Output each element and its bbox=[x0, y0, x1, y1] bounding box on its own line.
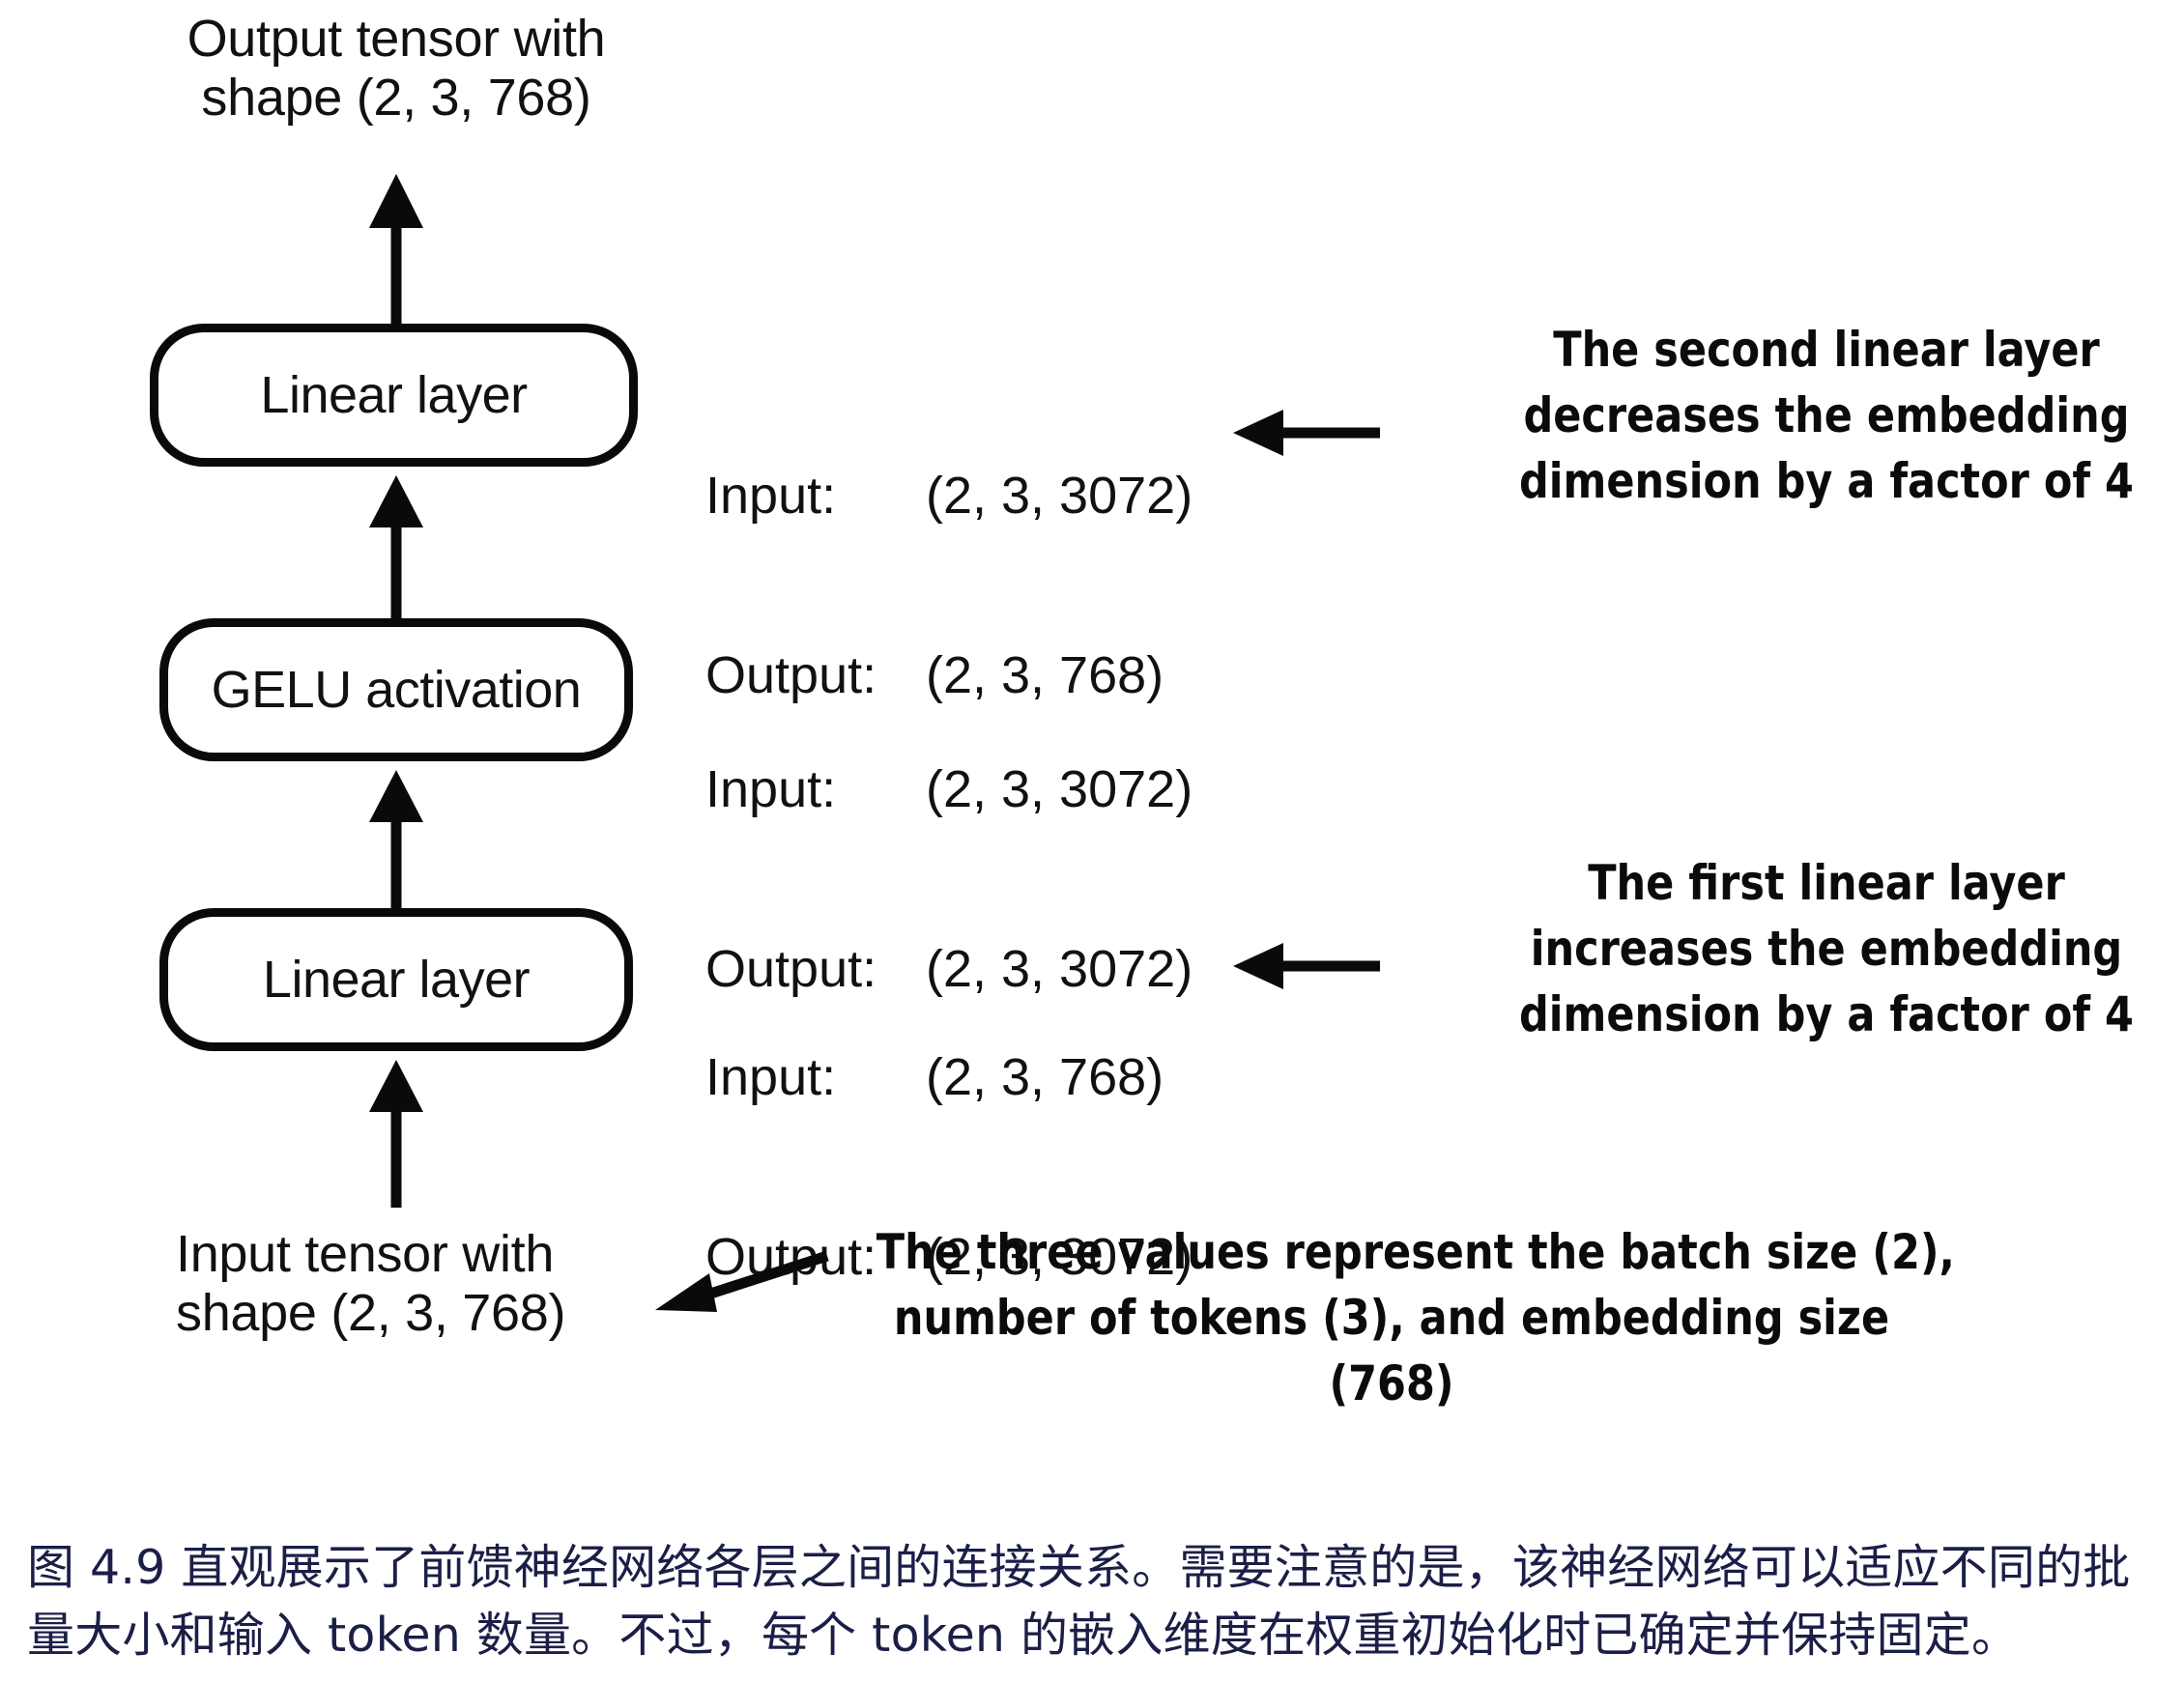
io-input-key: Input: bbox=[705, 760, 837, 819]
block-linear-layer-2-label: Linear layer bbox=[260, 366, 528, 424]
io-output-key: Output: bbox=[705, 940, 877, 999]
io-input-value: (2, 3, 3072) bbox=[926, 760, 1193, 819]
io-input-key: Input: bbox=[705, 1048, 837, 1107]
io-spec-linear-layer-1: Input: (2, 3, 768) Output: (2, 3, 3072) bbox=[705, 927, 1193, 1408]
io-input-row: Input: (2, 3, 3072) bbox=[705, 466, 1193, 526]
io-output-key: Output: bbox=[705, 646, 877, 705]
block-gelu-activation-label: GELU activation bbox=[211, 661, 582, 719]
figure-caption: 图 4.9 直观展示了前馈神经网络各层之间的连接关系。需要注意的是，该神经网络可… bbox=[27, 1540, 2131, 1663]
block-linear-layer-1[interactable]: Linear layer bbox=[159, 908, 633, 1051]
io-spec-gelu-activation: Input: (2, 3, 3072) Output: (2, 3, 3072) bbox=[705, 640, 1193, 1120]
io-output-value: (2, 3, 768) bbox=[926, 646, 1164, 705]
io-spec-linear-layer-2: Input: (2, 3, 3072) Output: (2, 3, 768) bbox=[705, 346, 1193, 826]
annotation-second-linear-layer: The second linear layer decreases the em… bbox=[1519, 322, 2134, 509]
io-input-row: Input: (2, 3, 3072) bbox=[705, 759, 1193, 819]
input-tensor-label: Input tensor with shape (2, 3, 768) bbox=[176, 1225, 566, 1343]
io-output-key: Output: bbox=[705, 1228, 877, 1287]
annotation-three-values: The three values represent the batch siz… bbox=[876, 1224, 1955, 1411]
arrow-left-second-linear-note bbox=[1233, 410, 1380, 456]
io-input-key: Input: bbox=[705, 467, 837, 526]
arrow-up-gelu-to-linear2 bbox=[369, 475, 423, 623]
io-output-row: Output: (2, 3, 3072) bbox=[705, 939, 1193, 999]
arrow-left-three-values-note bbox=[655, 1250, 829, 1312]
io-output-row: Output: (2, 3, 768) bbox=[705, 645, 1193, 705]
io-input-value: (2, 3, 768) bbox=[926, 1048, 1164, 1107]
arrow-up-to-output bbox=[369, 174, 423, 336]
block-linear-layer-1-label: Linear layer bbox=[262, 951, 531, 1009]
annotation-first-linear-layer: The first linear layer increases the emb… bbox=[1519, 855, 2134, 1042]
io-input-value: (2, 3, 3072) bbox=[926, 467, 1193, 526]
block-gelu-activation[interactable]: GELU activation bbox=[159, 618, 633, 761]
arrow-up-input-to-linear1 bbox=[369, 1060, 423, 1208]
arrow-left-first-linear-note bbox=[1233, 943, 1380, 989]
arrow-up-linear1-to-gelu bbox=[369, 770, 423, 918]
io-output-row: Output: (2, 3, 3072) bbox=[705, 1227, 1193, 1287]
output-tensor-label: Output tensor with shape (2, 3, 768) bbox=[187, 10, 606, 128]
io-output-value: (2, 3, 3072) bbox=[926, 940, 1193, 999]
io-output-value: (2, 3, 3072) bbox=[926, 1228, 1193, 1287]
io-input-row: Input: (2, 3, 768) bbox=[705, 1047, 1193, 1107]
block-linear-layer-2[interactable]: Linear layer bbox=[150, 324, 638, 467]
